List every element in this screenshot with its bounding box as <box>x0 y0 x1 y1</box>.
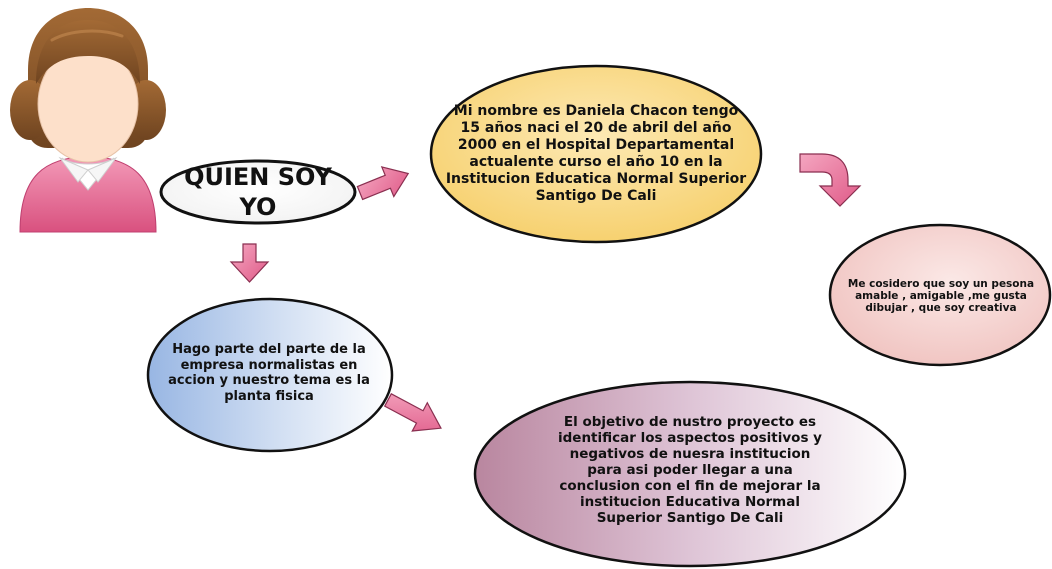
title-label: QUIEN SOY YO <box>184 163 332 221</box>
arrow-curved-down-icon <box>799 153 862 207</box>
traits-bubble <box>828 223 1052 367</box>
name-bubble-text: Mi nombre es Daniela Chacon tengo 15 año… <box>445 103 747 204</box>
objective-bubble <box>473 380 907 568</box>
company-bubble-text: Hago parte del parte de la empresa norma… <box>168 342 370 404</box>
title-bubble <box>159 159 357 225</box>
arrow-down-icon <box>229 243 270 283</box>
girl-avatar-icon <box>10 8 166 233</box>
arrow-down-right-icon <box>383 393 442 432</box>
arrow-right-icon <box>356 166 410 201</box>
traits-bubble-text: Me cosidero que soy un pesona amable , a… <box>847 278 1035 314</box>
name-bubble <box>429 64 763 244</box>
objective-bubble-text: El objetivo de nustro proyecto es identi… <box>558 414 822 526</box>
company-bubble <box>146 297 394 453</box>
